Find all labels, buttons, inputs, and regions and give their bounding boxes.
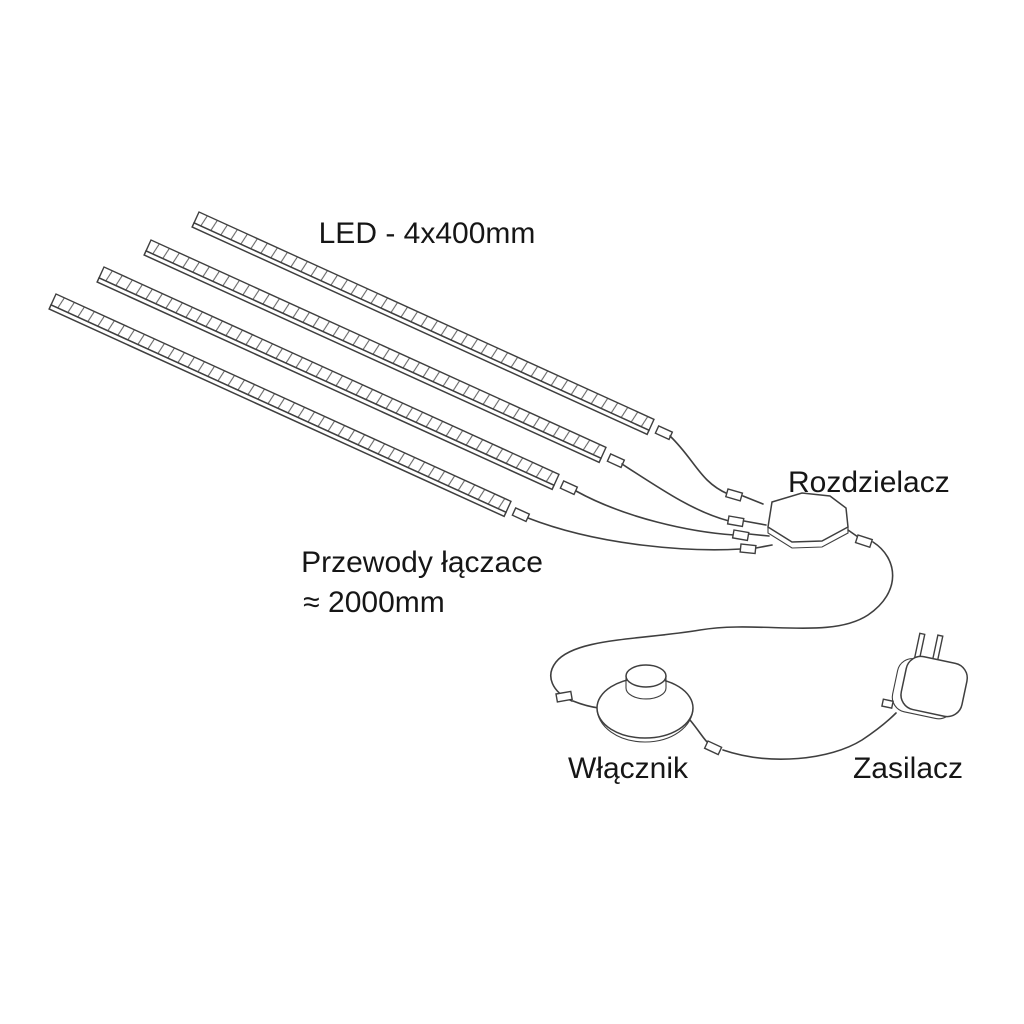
connecting-wires-group [527,435,773,555]
switch-right-lead [689,719,711,746]
led-strip-body [98,266,560,487]
connecting-wire-2 [621,463,730,522]
distributor-side [767,527,849,549]
wire-switch-to-power [722,712,897,760]
connecting-wire-4 [527,517,742,551]
power-supply-front [900,655,969,718]
led-strips-group [48,211,674,523]
switch-button-side [625,676,667,700]
connecting-wire-1 [669,435,729,495]
power-supply [881,632,969,720]
wire-plug-icon [703,740,723,756]
distributor-body [767,492,849,543]
led-strip-2 [143,239,626,469]
connecting-wire-3 [575,490,735,536]
power-supply-port [881,698,894,709]
switch-left-lead [572,700,600,709]
label-distributor: Rozdzielacz [788,466,950,499]
plug-lead-2 [743,520,767,526]
label-cables-line2: ≈ 2000mm [303,586,445,619]
led-strip-3 [96,266,579,496]
led-strip-side [48,303,507,518]
label-switch: Włącznik [568,752,689,785]
strip-connector-icon [511,506,531,523]
power-supply-body [881,632,969,720]
strip-connector-icon [559,479,579,496]
distributor [767,492,874,549]
label-power-supply: Zasilacz [853,752,963,785]
switch-base-rim [596,707,694,743]
wire-plug-icon [726,515,745,528]
label-cables-line1: Przewody łączace [301,546,543,579]
plug-lead-4 [755,544,773,549]
switch-button [625,664,667,688]
foot-switch [596,664,694,743]
plug-pin-icon [931,634,944,663]
wire-distributor-to-switch [550,541,894,702]
led-strip-side [191,221,650,436]
led-strip-side [143,249,602,464]
led-strip-body [145,239,607,460]
wire-plug-icon [854,534,874,549]
plug-lead-1 [742,495,764,505]
distributor-output-stub [847,529,859,538]
led-strip-1 [191,211,674,441]
led-strip-side [96,276,555,491]
plug-lead-3 [748,533,770,537]
led-strip-4 [48,293,531,523]
label-led-strips: LED - 4x400mm [319,217,536,250]
strip-connector-icon [606,452,626,469]
wire-plug-icon [724,488,744,502]
wire-plug-icon [739,543,757,555]
wire-plug-icon [731,529,750,542]
wire-plug-icon [555,690,573,703]
strip-connector-icon [654,424,674,441]
